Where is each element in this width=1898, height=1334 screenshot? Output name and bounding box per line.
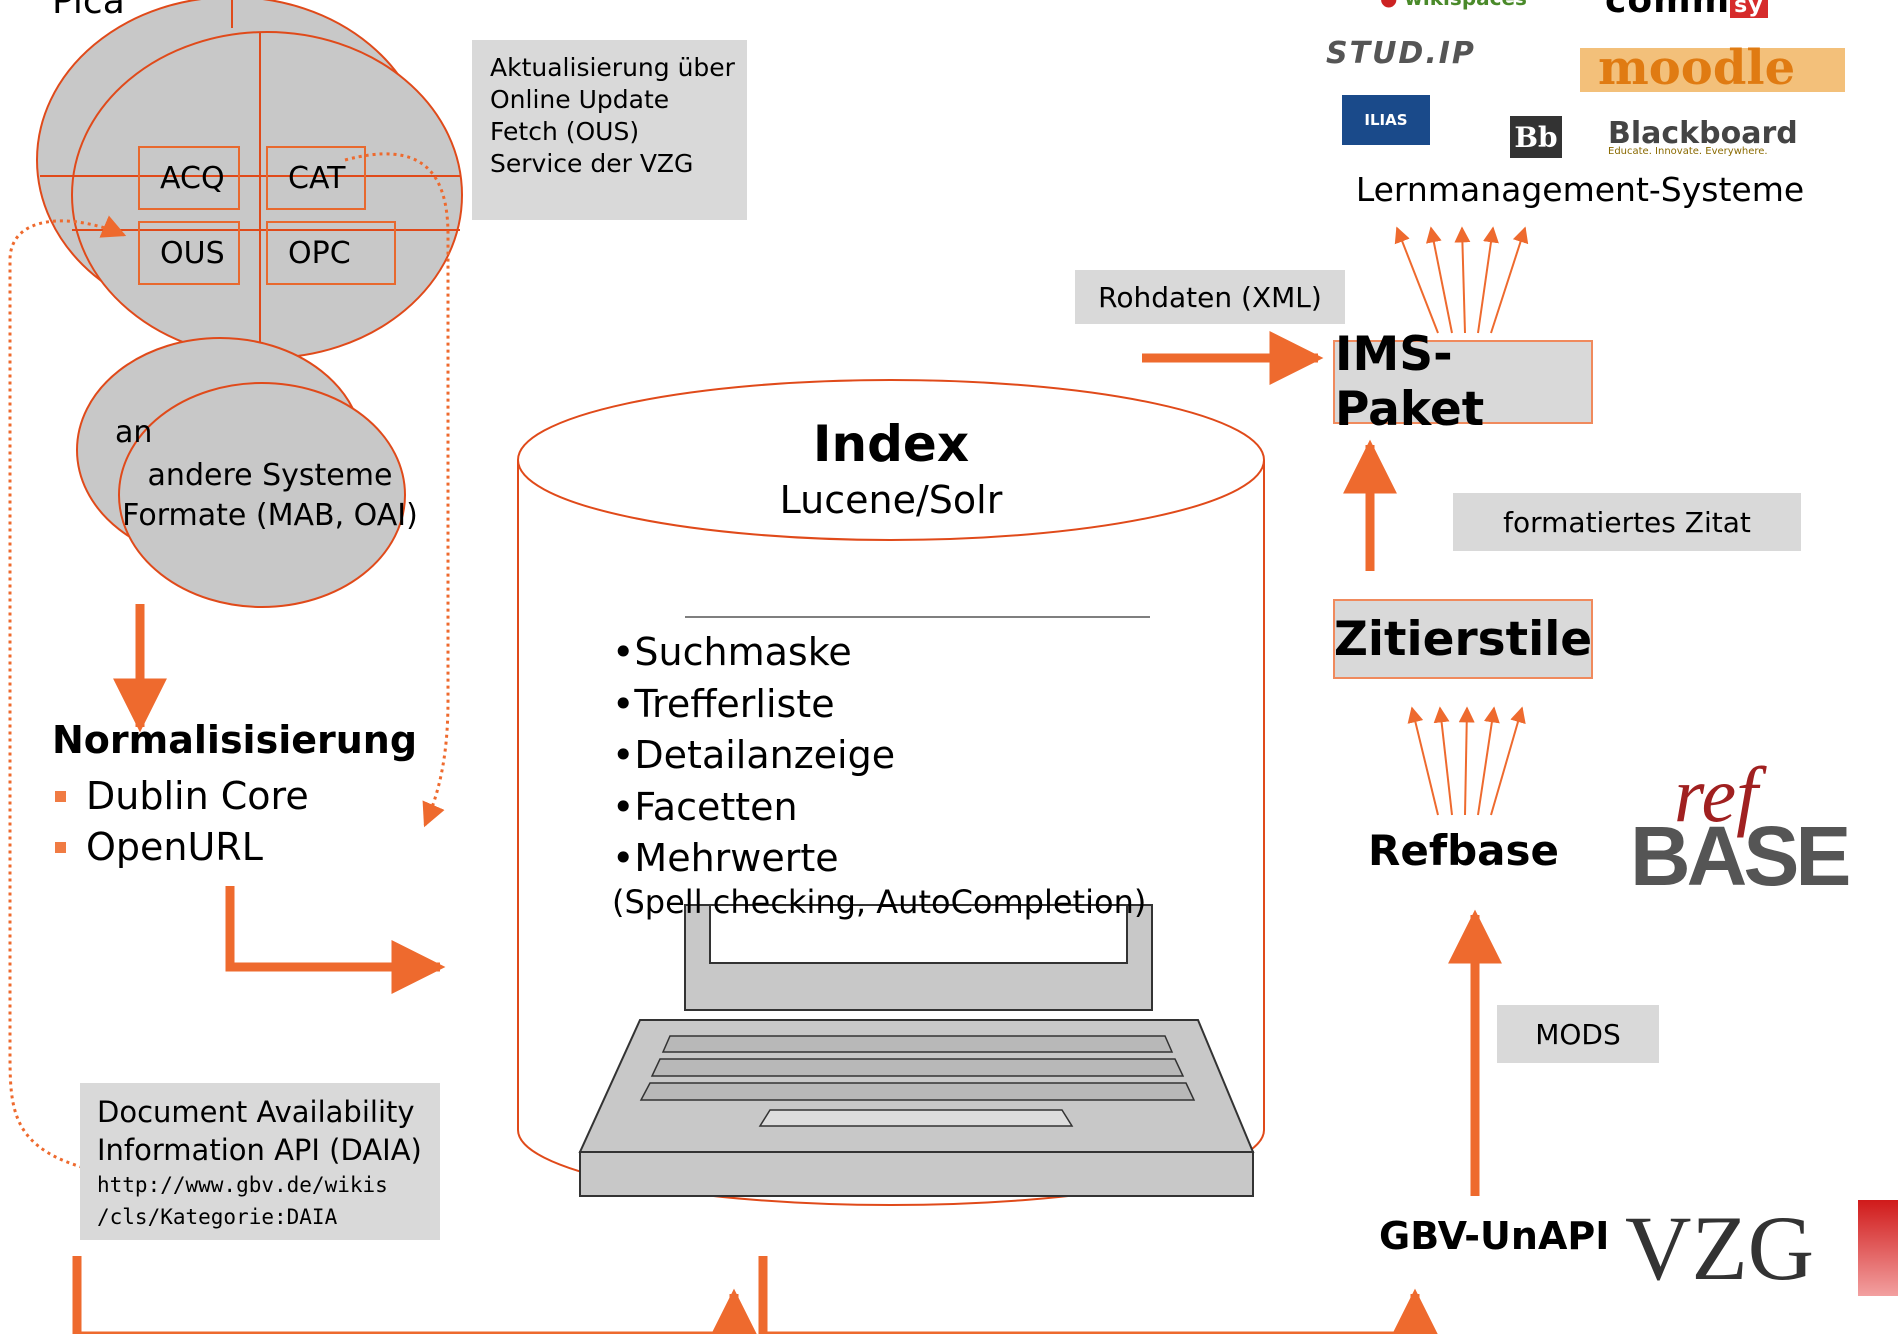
update-note-line-2: Online Update (490, 85, 670, 114)
update-note: Aktualisierung über Online Update Fetch … (472, 40, 747, 220)
index-feature: •Facetten (612, 784, 798, 829)
other-systems-partial-label: an (115, 415, 153, 450)
moodle-logo-text: moodle (1598, 40, 1796, 96)
module-ous[interactable]: OUS (138, 221, 240, 285)
index-feature: •Suchmaske (612, 630, 852, 674)
arrow-index-to-unapi (758, 1256, 1442, 1334)
dotted-arrow-daia-to-ous (8, 215, 127, 1173)
dotted-arrow-cat-to-openurl (344, 152, 450, 828)
vzg-logo: VZG (1625, 1197, 1815, 1299)
index-features-note: (Spell checking, AutoCompletion) (612, 883, 1147, 921)
dotted-arrows (8, 152, 450, 1173)
module-opc[interactable]: OPC (266, 221, 396, 285)
update-note-line-3: Fetch (OUS) (490, 117, 640, 146)
normalization-item-label: OpenURL (86, 825, 263, 869)
daia-url-line-2[interactable]: /cls/Kategorie:DAIA (97, 1205, 338, 1229)
other-systems-line-1: andere Systeme (147, 458, 393, 493)
refbase-logo-ref: ref (1674, 751, 1758, 838)
other-systems-label: andere Systeme Formate (MAB, OAI) (120, 456, 420, 536)
index-title: Index (812, 415, 970, 473)
module-opc-label: OPC (288, 235, 351, 271)
update-note-line-4: Service der VZG (490, 149, 694, 178)
normalization-item: OpenURL (55, 822, 309, 873)
fan-arrows-ims-to-lms (1394, 226, 1529, 334)
pica-title: Pica (52, 0, 125, 22)
bullet-square (55, 791, 66, 802)
index-feature: •Mehrwerte (612, 836, 839, 880)
daia-line-2: Information API (DAIA) (97, 1133, 422, 1167)
commsy-logo-text: comm (1605, 0, 1731, 21)
ilias-logo-text: ILIAS (1364, 111, 1408, 129)
formatted-citation-label: formatiertes Zitat (1453, 493, 1801, 551)
index-feature-list: •Suchmaske •Trefferliste •Detailanzeige … (612, 627, 895, 885)
normalization-list: Dublin Core OpenURL (55, 771, 309, 873)
normalization-title: Normalisisierung (52, 718, 418, 762)
index-subtitle: Lucene/Solr (779, 478, 1003, 522)
normalization-item: Dublin Core (55, 771, 309, 822)
blackboard-logo: Blackboard (1608, 116, 1798, 151)
module-ous-label: OUS (160, 235, 225, 271)
index-feature: •Trefferliste (612, 681, 835, 726)
ilias-logo: ILIAS (1342, 95, 1430, 145)
module-cat-label: CAT (288, 160, 346, 196)
mods-label: MODS (1497, 1005, 1659, 1063)
fan-arrows-refbase-to-styles (1407, 706, 1526, 816)
index-cylinder (517, 379, 1265, 1206)
module-acq-label: ACQ (160, 160, 225, 196)
bullet-square (55, 842, 66, 853)
ims-package-box[interactable]: IMS-Paket (1333, 327, 1593, 437)
citation-styles-label: Zitierstile (1333, 611, 1593, 667)
daia-url-line-1[interactable]: http://www.gbv.de/wikis (97, 1173, 388, 1197)
blackboard-mark: Bb (1510, 116, 1562, 158)
daia-box: Document Availability Information API (D… (80, 1083, 440, 1240)
refbase-logo: BASE ref (1630, 751, 1870, 903)
raw-data-label: Rohdaten (XML) (1075, 270, 1345, 324)
studip-logo: STUD.IP (1326, 36, 1476, 71)
wikispaces-logo-text: wikispaces (1404, 0, 1527, 10)
wikispaces-icon: ● (1380, 0, 1397, 10)
laptop-illustration (578, 904, 1255, 1197)
other-systems-shape (76, 337, 406, 608)
vzg-logo-bar (1858, 1200, 1898, 1296)
moodle-logo: moodle (1580, 40, 1845, 96)
lms-title: Lernmanagement-Systeme (1355, 170, 1805, 209)
wikispaces-logo: ● wikispaces (1380, 0, 1527, 10)
normalization-item-label: Dublin Core (86, 774, 309, 818)
ims-package-label: IMS-Paket (1335, 327, 1485, 437)
other-systems-line-2: Formate (MAB, OAI) (122, 498, 418, 533)
module-cat[interactable]: CAT (266, 146, 366, 210)
blackboard-tagline: Educate. Innovate. Everywhere. (1608, 146, 1768, 157)
refbase-logo-base: BASE (1630, 809, 1851, 903)
daia-line-1: Document Availability (97, 1095, 415, 1129)
index-feature: •Detailanzeige (612, 733, 896, 777)
blackboard-mark-text: Bb (1514, 120, 1558, 154)
arrow-daia-to-index (72, 1256, 761, 1334)
update-note-line-1: Aktualisierung über (490, 53, 735, 82)
flow-arrows (72, 331, 1502, 1334)
refbase-label: Refbase (1368, 826, 1559, 875)
arrow-normalization-to-index (225, 886, 446, 994)
citation-styles-box[interactable]: Zitierstile (1333, 599, 1593, 679)
commsy-logo-suffix: sy (1730, 0, 1768, 18)
unapi-label: GBV-UnAPI (1379, 1214, 1610, 1258)
module-acq[interactable]: ACQ (138, 146, 240, 210)
pica-database-shape (36, 0, 463, 359)
